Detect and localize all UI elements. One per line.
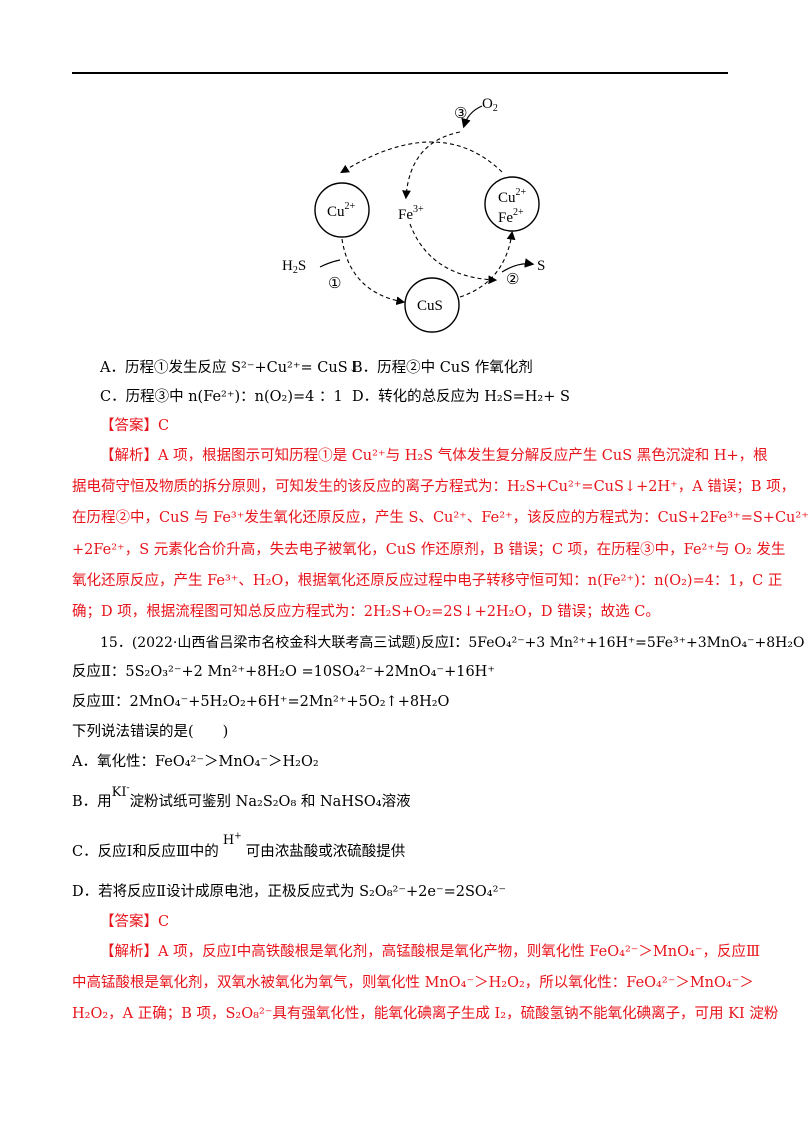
reaction-cycle-diagram: ③ O2 Cu2+ Fe3+ Cu2+ Fe2+ H2S ① CuS ② S [282,96,545,333]
q15-reaction-3: 反应Ⅲ：2MnO₄⁻+5H₂O₂+6H⁺=2Mn²⁺+5O₂↑+8H₂O [72,694,450,710]
cu2-b-label: Cu2+ [498,187,527,206]
q15-option-b-suffix: 淀粉试纸可鉴别 Na₂S₂O₈ 和 NaHSO₄溶液 [129,794,411,810]
arc-cu2-to-cus [341,238,406,306]
fe2-label: Fe2+ [498,207,524,226]
q14-analysis-line: 【解析】A 项，根据图示可知历程①是 Cu²⁺与 H₂S 气体发生复分解反应产生… [100,448,768,464]
q15-option-c-prefix: C．反应Ⅰ和反应Ⅲ中的 [72,844,219,860]
q14-option-d: D．转化的总反应为 H₂S=H₂+ S [352,389,570,405]
q14-analysis-line: 氧化还原反应，产生 Fe³⁺、H₂O，根据氧化还原反应过程中电子转移守恒可知：n… [72,573,783,589]
s-label: S [537,258,545,274]
ki-term: KI- [111,783,130,800]
step1-label: ① [328,276,341,292]
h-plus-term: H+ [222,831,242,848]
q15-analysis-line: 中高锰酸根是氧化剂，双氧水被氧化为氧气，则氧化性 MnO₄⁻＞H₂O₂，所以氧化… [72,975,754,991]
q14-option-b: B．历程②中 CuS 作氧化剂 [352,360,533,376]
arc-fe3-to-cus [409,223,498,285]
h2s-label: H2S [282,258,306,276]
q15-reaction-2: 反应Ⅱ：5S₂O₃²⁻+2 Mn²⁺+8H₂O =10SO₄²⁻+2MnO₄⁻+… [72,664,495,680]
q14-option-c: C．历程③中 n(Fe²⁺)：n(O₂)=4 ：1 [100,389,343,405]
q15-option-c-suffix: 可由浓盐酸或浓硫酸提供 [245,844,406,860]
arc-top-to-cu2 [340,141,503,174]
q15-option-d: D．若将反应Ⅱ设计成原电池，正极反应式为 S₂O₈²⁻+2e⁻=2SO₄²⁻ [72,884,507,900]
h2s-arrow [319,259,341,268]
cu2-circle [314,182,370,238]
q14-analysis-line: 据电荷守恒及物质的拆分原则，可知发生的该反应的离子方程式为：H₂S+Cu²⁺=C… [72,479,796,495]
q15-stem: 15．(2022·山西省吕梁市名校金科大联考高三试题)反应Ⅰ：5FeO₄²⁻+3… [100,635,805,651]
header-rule [72,72,728,74]
s-arrow [501,258,535,273]
q14-analysis-line: 在历程②中，CuS 与 Fe³⁺发生氧化还原反应，产生 S、Cu²⁺、Fe²⁺，… [72,510,809,526]
q14-answer: 【答案】C [100,418,170,434]
q15-analysis-line: 【解析】A 项，反应Ⅰ中高铁酸根是氧化剂，高锰酸根是氧化产物，则氧化性 FeO₄… [100,944,760,960]
q14-analysis-line: 确；D 项，根据流程图可知总反应方程式为：2H₂S+O₂=2S↓+2H₂O，D … [72,604,660,620]
q15-option-b: B．用KI-淀粉试纸可鉴别 Na₂S₂O₈ 和 NaHSO₄溶液 [72,784,411,813]
q14-option-a: A．历程①发生反应 S²⁻+Cu²⁺= CuS↓ [100,360,360,376]
o2-label: O2 [482,96,498,114]
step2-label: ② [506,272,519,288]
q15-option-c: C．反应Ⅰ和反应Ⅲ中的H+可由浓盐酸或浓硫酸提供 [72,832,406,863]
o2-arrow [461,105,483,129]
q14-analysis-line: +2Fe²⁺，S 元素化合价升高，失去电子被氧化，CuS 作还原剂，B 错误；C… [72,542,786,558]
cus-label: CuS [417,298,443,314]
q15-option-a: A．氧化性：FeO₄²⁻＞MnO₄⁻＞H₂O₂ [72,754,319,770]
q15-analysis-line: H₂O₂，A 正确；B 项，S₂O₈²⁻具有强氧化性，能氧化碘离子生成 I₂，硫… [72,1006,779,1022]
fe3-label: Fe3+ [398,204,424,223]
arc-cus-to-cu2fe2 [459,230,516,298]
step3-label: ③ [454,106,467,122]
q15-question: 下列说法错误的是( ) [72,724,229,740]
q15-answer: 【答案】C [100,914,170,930]
arc-to-fe3 [402,131,461,200]
q15-option-b-prefix: B．用 [72,794,112,810]
cu2-label: Cu2+ [327,201,356,220]
